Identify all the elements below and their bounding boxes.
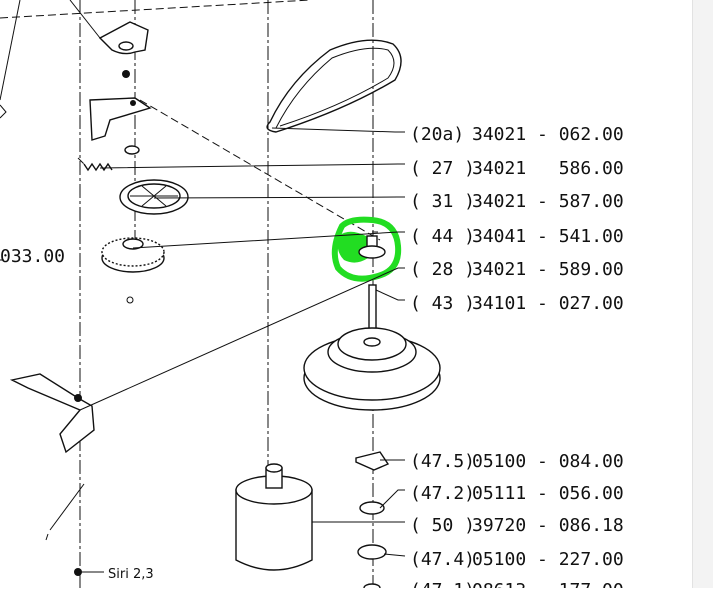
part-ref: (20a) bbox=[410, 124, 464, 145]
washer-47-1 bbox=[363, 583, 381, 592]
drive-belt-inner bbox=[275, 47, 395, 129]
highlight-part-44 bbox=[331, 216, 402, 282]
parts-list: (20a) 34021 - 062.00 ( 27 ) 34021 586.00… bbox=[0, 124, 624, 592]
gear-31 bbox=[101, 237, 165, 304]
top-bracket bbox=[69, 0, 149, 78]
part-ref: ( 44 ) bbox=[410, 226, 475, 247]
drive-belt bbox=[266, 39, 402, 133]
dash-diag-1 bbox=[0, 0, 311, 19]
dash-diag-2 bbox=[139, 99, 381, 241]
part-number: 34021 586.00 bbox=[472, 158, 624, 179]
leader-lines bbox=[0, 127, 406, 573]
part-ref: ( 27 ) bbox=[410, 158, 475, 179]
part-44-bushing bbox=[358, 235, 386, 259]
pulley-27 bbox=[119, 179, 189, 215]
part-ref: (47.4) bbox=[410, 549, 475, 570]
part-number: 05100 - 227.00 bbox=[472, 549, 624, 570]
part-number: 34021 - 062.00 bbox=[472, 124, 624, 145]
sheet-ref-label: Siri 2,3 bbox=[108, 567, 154, 582]
motor-50 bbox=[235, 463, 313, 571]
part-ref: (47.2) bbox=[410, 483, 475, 504]
part-ref: ( 50 ) bbox=[410, 515, 475, 536]
part-ref: ( 43 ) bbox=[410, 293, 475, 314]
part-number: 34101 - 027.00 bbox=[472, 293, 624, 314]
small-spring bbox=[77, 157, 113, 172]
part-ref: (47.5) bbox=[410, 451, 475, 472]
part-ref: ( 31 ) bbox=[410, 191, 475, 212]
washer-47-4 bbox=[357, 544, 387, 560]
lever-bracket bbox=[89, 97, 152, 155]
washer-47-2 bbox=[359, 501, 385, 515]
tension-arm bbox=[9, 373, 95, 541]
vertical-scrollbar[interactable] bbox=[692, 0, 713, 588]
part-ref: ( 28 ) bbox=[410, 259, 475, 280]
flywheel bbox=[303, 327, 441, 411]
left-cut-label: 033.00 bbox=[0, 246, 65, 267]
part-number: 05100 - 084.00 bbox=[472, 451, 624, 472]
sheet-ref-dot bbox=[74, 568, 82, 576]
part-number: 34021 - 587.00 bbox=[472, 191, 624, 212]
part-number: 08613 - 177.00 bbox=[472, 580, 624, 588]
clip-47-5 bbox=[355, 451, 390, 471]
edge-line bbox=[0, 0, 21, 101]
part-number: 34021 - 589.00 bbox=[472, 259, 624, 280]
part-number: 34041 - 541.00 bbox=[472, 226, 624, 247]
part-number: 39720 - 086.18 bbox=[472, 515, 624, 536]
edge-cut bbox=[0, 104, 7, 119]
part-ref: (47.1) bbox=[410, 580, 475, 588]
part-number: 05111 - 056.00 bbox=[472, 483, 624, 504]
